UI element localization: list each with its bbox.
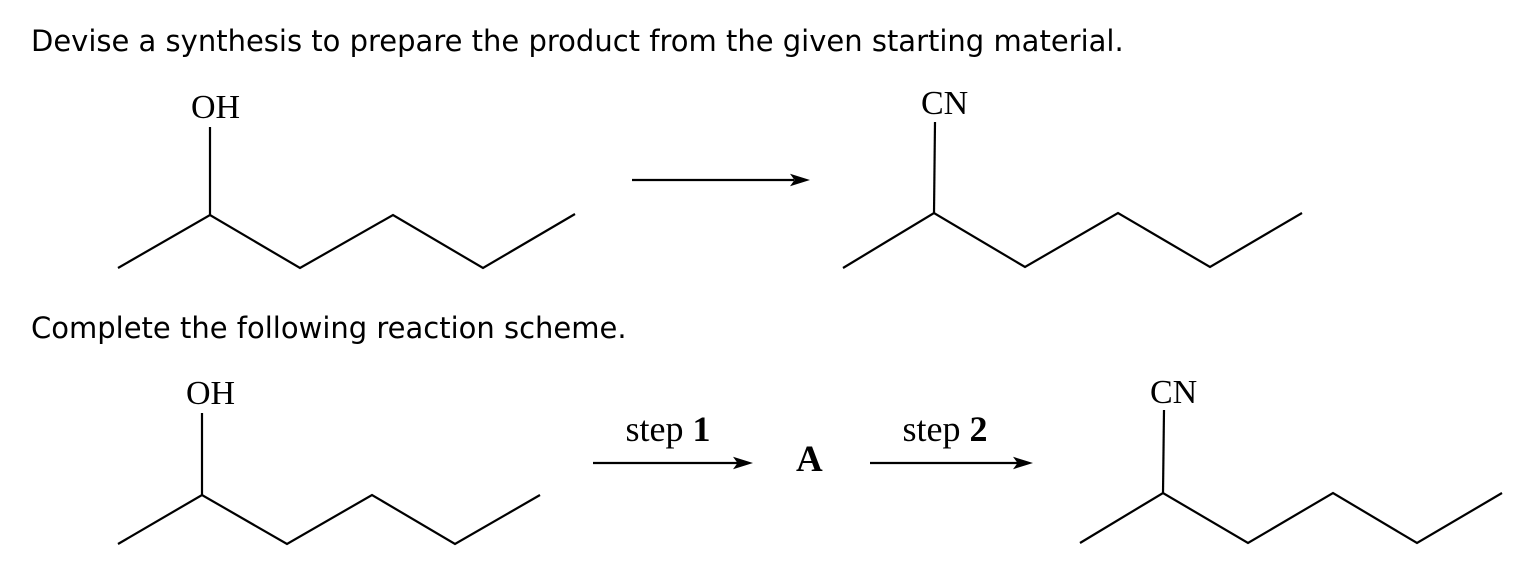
problem1-prompt: Devise a synthesis to prepare the produc… bbox=[31, 24, 1124, 58]
p1-prod-carbon-chain bbox=[842, 211, 1303, 269]
p1-sm-carbon-chain bbox=[117, 213, 576, 270]
p2-prod-cn-bond bbox=[1161, 409, 1166, 494]
p1-starting-material-structure bbox=[117, 127, 576, 270]
p2-sm-carbon-chain bbox=[117, 493, 541, 546]
p2-step2-arrow bbox=[870, 456, 1033, 470]
step2-label: step 2 bbox=[865, 411, 1025, 447]
p1-prod-cn-bond bbox=[932, 121, 937, 214]
step1-word: step bbox=[625, 409, 684, 449]
p1-sm-oh-label: OH bbox=[191, 89, 241, 126]
p1-prod-cn-label: CN bbox=[921, 85, 969, 122]
p2-step1-arrow-head-icon bbox=[733, 456, 753, 470]
p2-step2-arrow-head-icon bbox=[1013, 456, 1033, 470]
step2-number: 2 bbox=[969, 409, 988, 449]
p2-sm-oh-label: OH bbox=[186, 375, 236, 412]
step2-word: step bbox=[902, 409, 961, 449]
p2-product-structure bbox=[1079, 409, 1503, 545]
intermediate-a-label: A bbox=[796, 439, 823, 480]
step1-label: step 1 bbox=[588, 411, 748, 447]
problem2-prompt: Complete the following reaction scheme. bbox=[31, 311, 627, 345]
p1-product-structure bbox=[842, 121, 1303, 269]
step1-number: 1 bbox=[692, 409, 711, 449]
p2-starting-material-structure bbox=[117, 413, 541, 546]
p2-prod-carbon-chain bbox=[1079, 491, 1503, 545]
p2-step1-arrow bbox=[593, 456, 753, 470]
p1-arrow-head-icon bbox=[790, 173, 810, 187]
p2-prod-cn-label: CN bbox=[1150, 374, 1198, 411]
p1-reaction-arrow bbox=[632, 173, 810, 187]
